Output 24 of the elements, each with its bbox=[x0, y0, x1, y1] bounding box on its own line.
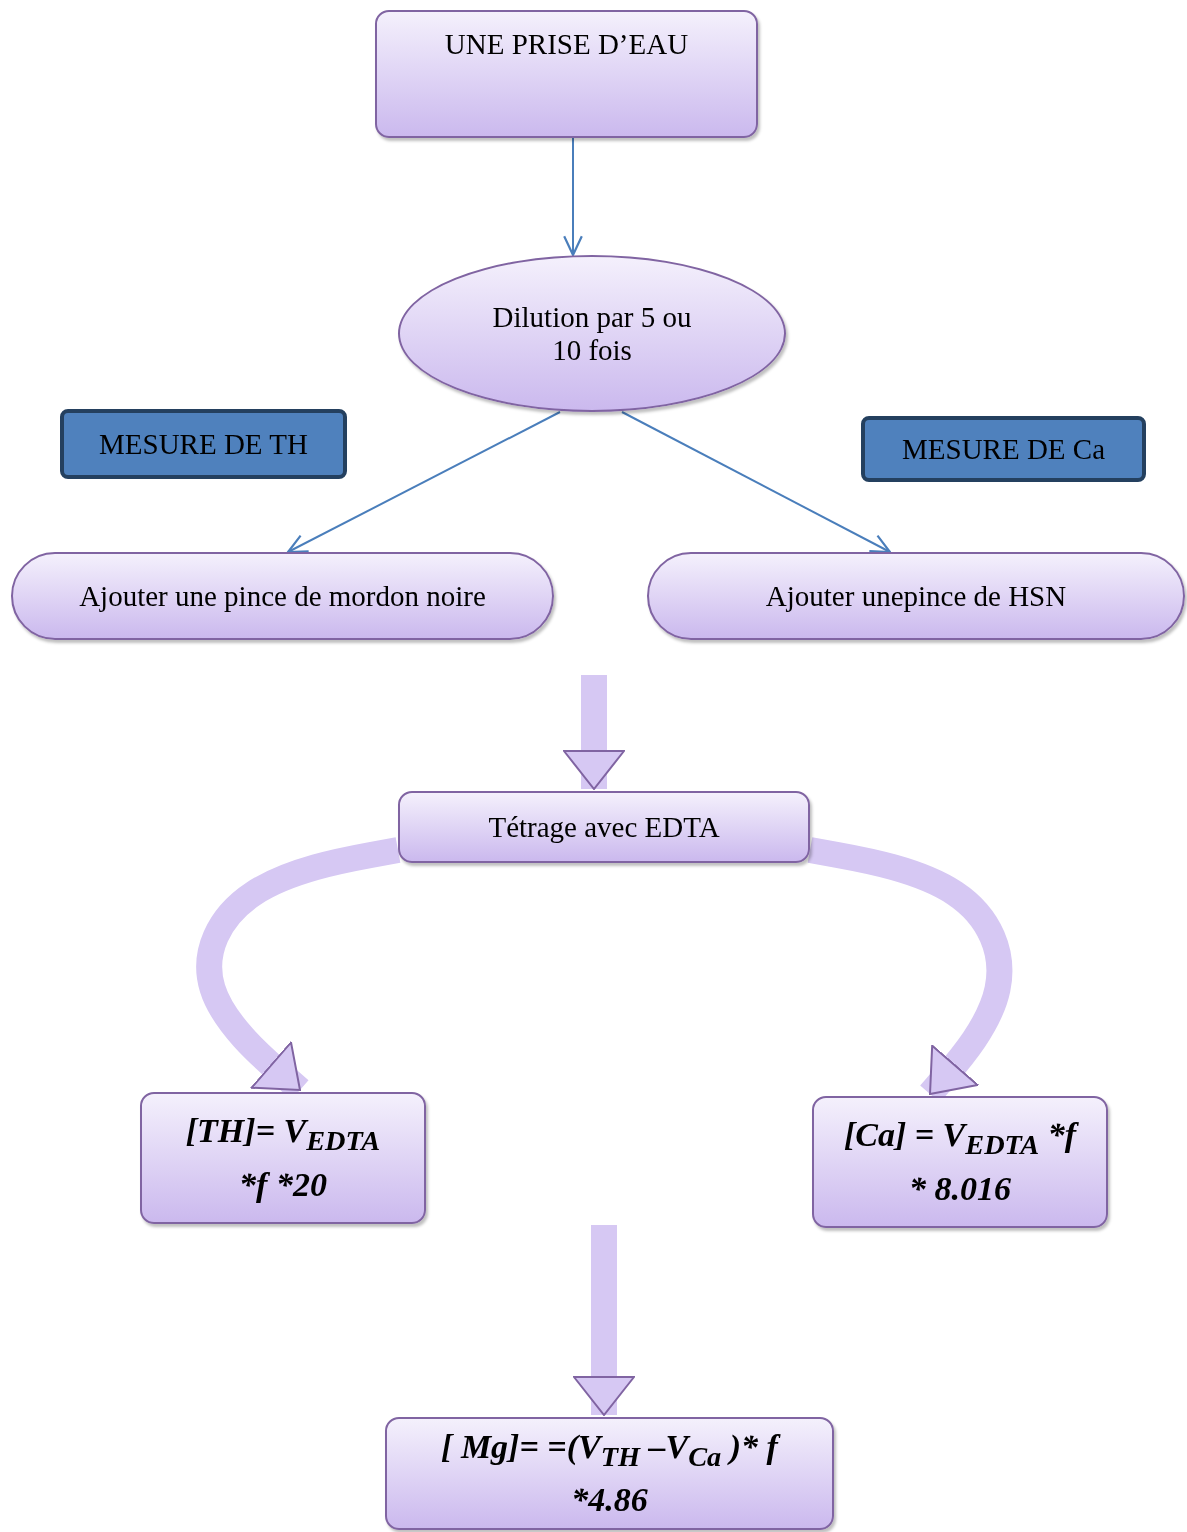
node-text: Dilution par 5 ou 10 fois bbox=[491, 300, 693, 367]
heading-box bbox=[60, 409, 347, 479]
node-text: UNE PRISE D’EAU bbox=[444, 27, 689, 61]
node-text: Ajouter unepince de HSN bbox=[765, 579, 1067, 613]
formula-box bbox=[812, 1096, 1108, 1228]
node-text: MESURE DE Ca bbox=[902, 432, 1105, 466]
node-text: [TH]= V$_{EDTA}$ *f *20 bbox=[184, 1111, 382, 1205]
arrow bbox=[621, 411, 892, 554]
process-box bbox=[398, 791, 810, 863]
node-text: MESURE DE TH bbox=[99, 427, 308, 461]
node-text: [Ca] = V$_{EDTA}$ *f * 8.016 bbox=[842, 1115, 1080, 1209]
node-text: [ Mg]= =(V$_{TH}$ –V$_{Ca}$ )* f *4.86 bbox=[417, 1422, 802, 1524]
node-text: Tétrage avec EDTA bbox=[488, 810, 720, 844]
arrow bbox=[286, 411, 561, 554]
block-arrow bbox=[563, 675, 625, 790]
process-pill bbox=[11, 552, 554, 640]
process-pill bbox=[647, 552, 1185, 640]
formula-box bbox=[385, 1417, 834, 1530]
heading-box bbox=[861, 416, 1146, 482]
arrow bbox=[563, 137, 583, 257]
process-box bbox=[375, 10, 758, 138]
formula-box bbox=[140, 1092, 426, 1224]
block-arrow bbox=[573, 1225, 635, 1416]
node-text: Ajouter une pince de mordon noire bbox=[79, 579, 486, 613]
